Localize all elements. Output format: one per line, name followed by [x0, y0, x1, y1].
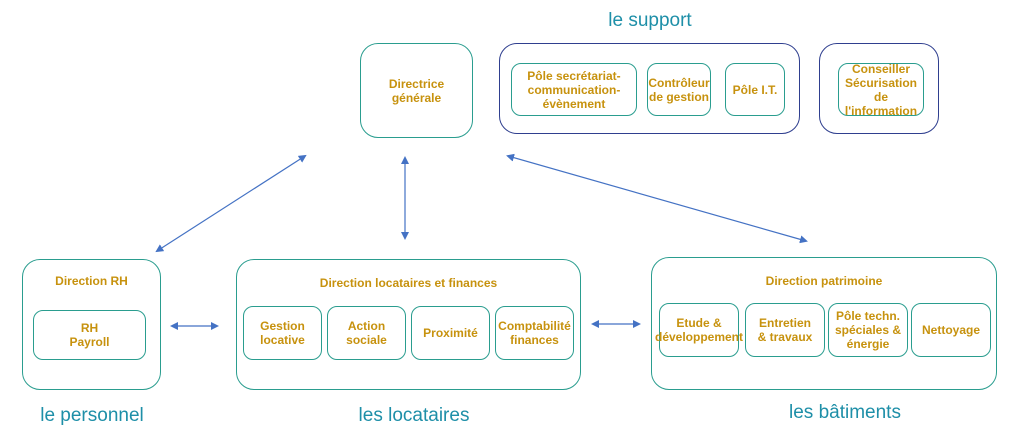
locataires-unit-proximite-label: Proximité [423, 326, 478, 340]
patrimoine-unit-entretien: Entretien & travaux [745, 303, 825, 357]
section-label-batiments: les bâtiments [789, 402, 901, 423]
locataires-unit-comptabilite-label: Comptabilité finances [498, 319, 571, 347]
security-advisor-label: Conseiller Sécurisation de l'information [844, 61, 918, 118]
locataires-unit-action-sociale-label: Action sociale [346, 319, 387, 347]
section-label-personnel: le personnel [40, 405, 144, 426]
support-unit-it-label: Pôle I.T. [732, 82, 778, 97]
rh-unit-payroll: RH Payroll [33, 310, 146, 360]
security-advisor-box: Conseiller Sécurisation de l'information [838, 61, 924, 118]
locataires-unit-proximite: Proximité [411, 306, 490, 360]
patrimoine-unit-pole-techn-label: Pôle techn. spéciales & énergie [834, 309, 902, 351]
support-unit-secretariat-label: Pôle secrétariat- communication- évèneme… [527, 68, 621, 111]
director-box: Directrice générale [360, 43, 473, 138]
support-unit-controleur-label: Contrôleur de gestion [648, 75, 710, 104]
patrimoine-unit-entretien-label: Entretien & travaux [757, 316, 813, 344]
support-unit-secretariat: Pôle secrétariat- communication- évèneme… [511, 63, 637, 116]
arrow-director-rh [155, 154, 307, 253]
director-label: Directrice générale [388, 76, 445, 105]
locataires-unit-action-sociale: Action sociale [327, 306, 406, 360]
locataires-unit-comptabilite: Comptabilité finances [495, 306, 574, 360]
direction-patrimoine-title: Direction patrimoine [765, 274, 883, 288]
support-unit-controleur: Contrôleur de gestion [647, 63, 711, 116]
locataires-unit-gestion: Gestion locative [243, 306, 322, 360]
rh-unit-payroll-label: RH Payroll [69, 321, 110, 349]
arrow-director-patrimoine [506, 153, 808, 244]
support-unit-it: Pôle I.T. [725, 63, 785, 116]
section-label-locataires: les locataires [358, 405, 470, 426]
patrimoine-unit-nettoyage: Nettoyage [911, 303, 991, 357]
direction-locataires-title: Direction locataires et finances [319, 276, 498, 290]
patrimoine-unit-pole-techn: Pôle techn. spéciales & énergie [828, 303, 908, 357]
section-label-support: le support [608, 10, 692, 31]
patrimoine-unit-nettoyage-label: Nettoyage [921, 323, 980, 337]
patrimoine-unit-etude-label: Etude & développement [654, 316, 744, 344]
direction-rh-title: Direction RH [55, 274, 128, 288]
patrimoine-unit-etude: Etude & développement [655, 303, 743, 357]
locataires-unit-gestion-label: Gestion locative [260, 319, 305, 347]
